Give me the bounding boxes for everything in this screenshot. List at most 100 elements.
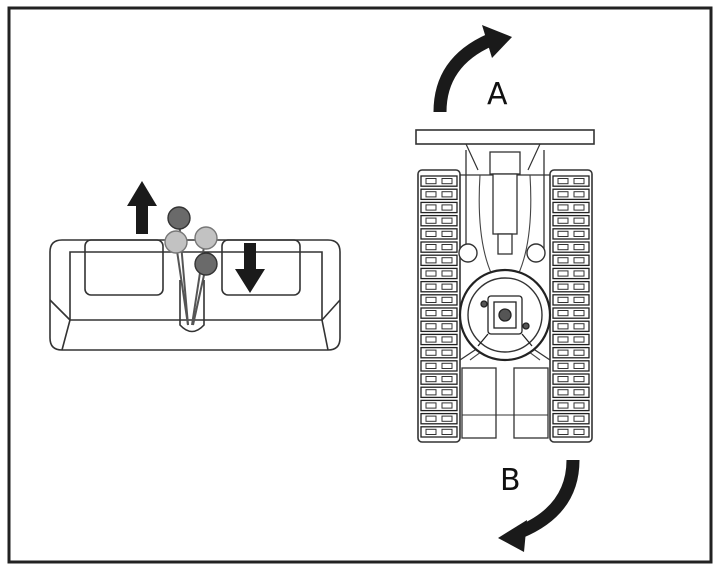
- track-shoe-lug: [441, 376, 453, 383]
- track-shoe: [552, 201, 590, 214]
- track-shoe-lug: [441, 217, 453, 224]
- track-shoe-lug: [441, 310, 453, 317]
- track-shoe: [420, 333, 458, 346]
- track-shoe: [420, 254, 458, 267]
- track-shoe-lug: [441, 428, 453, 435]
- track-shoe-lug: [573, 415, 585, 422]
- rear-frame-left: [461, 367, 497, 439]
- track-shoe: [552, 188, 590, 201]
- track-shoe-lug: [441, 402, 453, 409]
- lever-knob-mid-right: [194, 226, 218, 250]
- track-shoe-lug: [425, 349, 437, 356]
- track-shoe-lug: [557, 283, 569, 290]
- track-shoe: [420, 267, 458, 280]
- track-shoe-lug: [425, 362, 437, 369]
- track-shoe: [420, 320, 458, 333]
- lever-knob-front: [194, 252, 218, 276]
- track-shoe-lug: [573, 323, 585, 330]
- track-shoe-lug: [441, 323, 453, 330]
- track-shoe: [420, 412, 458, 425]
- lever-gate: [179, 280, 205, 333]
- track-shoe-lug: [425, 296, 437, 303]
- track-shoe-lug: [557, 257, 569, 264]
- track-shoe: [552, 267, 590, 280]
- track-shoe-lug: [441, 336, 453, 343]
- track-shoe-lug: [573, 310, 585, 317]
- blade-mount-left: [465, 143, 479, 171]
- track-shoe: [552, 254, 590, 267]
- track-right-shoes: [552, 175, 590, 438]
- track-shoe: [552, 175, 590, 187]
- track-shoe-lug: [425, 323, 437, 330]
- curved-arrow-counterclockwise-icon: [498, 459, 580, 552]
- track-shoe-lug: [557, 244, 569, 251]
- curved-arrow-clockwise-icon: [433, 25, 512, 113]
- control-console: [49, 239, 341, 351]
- track-shoe-lug: [557, 336, 569, 343]
- turntable-mechanism: [477, 295, 533, 347]
- track-shoe-lug: [441, 191, 453, 198]
- track-shoe: [420, 228, 458, 240]
- track-shoe-lug: [557, 191, 569, 198]
- track-shoe-lug: [441, 257, 453, 264]
- idler-wheel-right: [526, 243, 546, 263]
- track-shoe: [552, 412, 590, 425]
- track-shoe-lug: [557, 296, 569, 303]
- track-shoe-lug: [557, 362, 569, 369]
- track-shoe-lug: [441, 270, 453, 277]
- track-shoe-lug: [425, 415, 437, 422]
- track-shoe-lug: [425, 402, 437, 409]
- track-shoe-lug: [441, 244, 453, 251]
- lever-knob-back: [167, 206, 191, 230]
- track-shoe-lug: [425, 376, 437, 383]
- track-shoe-lug: [425, 428, 437, 435]
- track-shoe: [420, 214, 458, 227]
- track-shoe: [420, 373, 458, 385]
- console-slot-left: [84, 239, 164, 296]
- track-shoe: [420, 280, 458, 293]
- track-shoe-lug: [573, 402, 585, 409]
- track-shoe: [420, 399, 458, 412]
- track-shoe: [552, 426, 590, 438]
- track-shoe: [552, 214, 590, 227]
- track-shoe: [420, 188, 458, 201]
- track-shoe: [552, 346, 590, 359]
- track-shoe-lug: [557, 270, 569, 277]
- track-shoe-lug: [573, 428, 585, 435]
- lever-stem-front: [192, 265, 207, 326]
- track-shoe-lug: [425, 244, 437, 251]
- track-shoe: [552, 294, 590, 306]
- blade-cylinder: [489, 151, 521, 255]
- track-shoe-lug: [425, 283, 437, 290]
- track-shoe-lug: [573, 296, 585, 303]
- track-shoe-lug: [573, 178, 585, 185]
- track-shoe-lug: [441, 349, 453, 356]
- label-a: A: [487, 77, 508, 112]
- track-shoe-lug: [441, 204, 453, 211]
- track-shoe-lug: [573, 349, 585, 356]
- track-shoe: [420, 360, 458, 372]
- track-shoe: [552, 241, 590, 253]
- console-slot-right: [221, 239, 301, 296]
- track-shoe: [420, 201, 458, 214]
- track-shoe: [552, 320, 590, 333]
- track-shoe-lug: [557, 428, 569, 435]
- track-shoe-lug: [425, 230, 437, 238]
- track-shoe-lug: [573, 270, 585, 277]
- track-shoe-lug: [441, 178, 453, 185]
- label-b: B: [500, 463, 521, 498]
- track-shoe-lug: [425, 389, 437, 396]
- track-shoe-lug: [573, 376, 585, 383]
- track-shoe: [552, 228, 590, 240]
- track-shoe-lug: [573, 230, 585, 238]
- outer-frame: [7, 6, 713, 564]
- track-shoe-lug: [573, 257, 585, 264]
- track-shoe: [420, 346, 458, 359]
- track-shoe-lug: [441, 296, 453, 303]
- track-shoe-lug: [573, 336, 585, 343]
- track-shoe: [552, 373, 590, 385]
- up-arrow-icon: [127, 181, 157, 234]
- track-shoe-lug: [573, 204, 585, 211]
- track-shoe-lug: [557, 178, 569, 185]
